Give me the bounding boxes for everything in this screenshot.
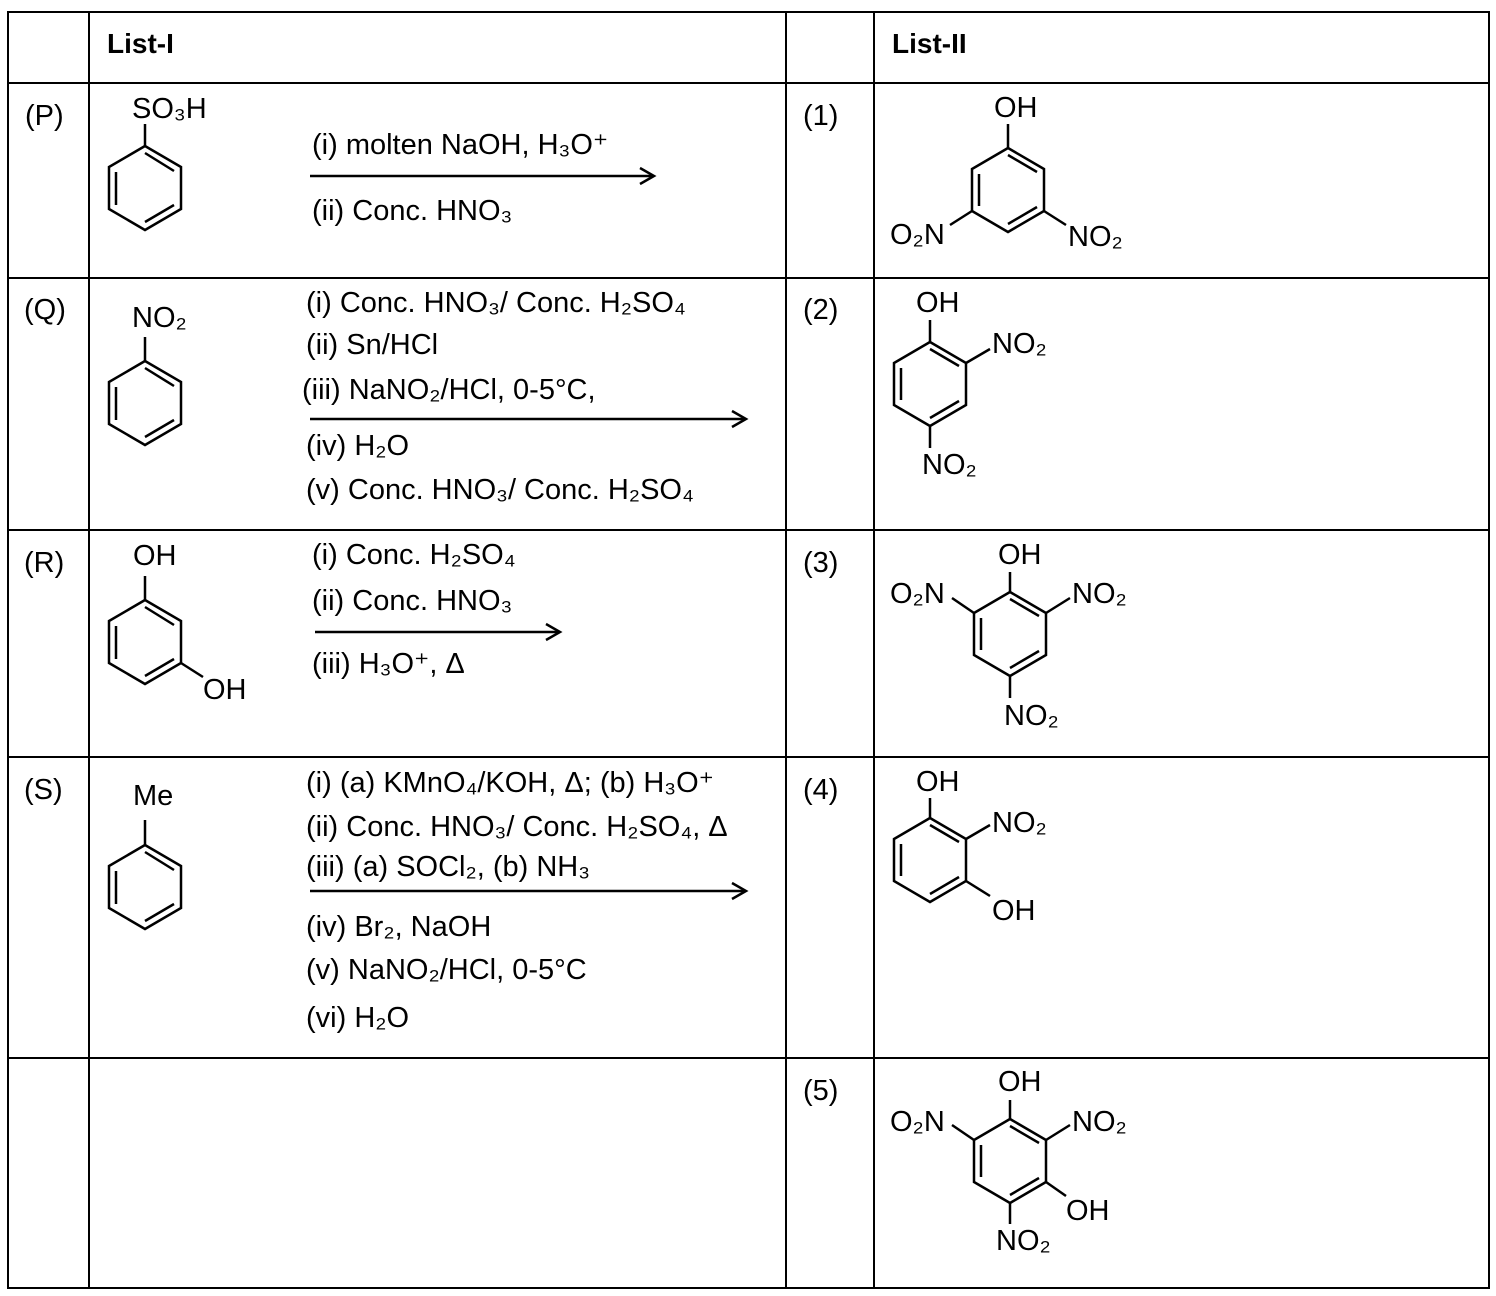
row-label-q: (Q)	[24, 294, 66, 326]
product-5-group-no2: NO₂	[1072, 1106, 1127, 1138]
product-label-5: (5)	[803, 1075, 839, 1107]
row-label-r: (R)	[24, 547, 65, 579]
product-1-group-oh: OH	[994, 92, 1038, 124]
step-s-4: (iv) Br₂, NaOH	[306, 911, 492, 943]
reactant-r-benzene-ring	[107, 576, 204, 686]
product-2-group-no2-para: NO₂	[922, 449, 977, 481]
reactant-q-substituent: NO₂	[132, 302, 187, 334]
step-q-5: (v) Conc. HNO₃/ Conc. H₂SO₄	[306, 474, 694, 506]
list-2-header: List-II	[892, 28, 967, 59]
step-s-2: (ii) Conc. HNO₃/ Conc. H₂SO₄, Δ	[306, 811, 728, 843]
product-5-ring	[951, 1100, 1071, 1224]
step-r-2: (ii) Conc. HNO₃	[312, 585, 513, 617]
product-label-4: (4)	[803, 774, 839, 806]
step-p-2: (ii) Conc. HNO₃	[312, 195, 513, 227]
product-5-group-oh-2: OH	[1066, 1195, 1110, 1227]
step-q-4: (iv) H₂O	[306, 430, 410, 462]
product-3-group-no2-para: NO₂	[1004, 700, 1059, 732]
reactant-p-benzene-ring	[107, 124, 183, 232]
product-1-group-o2n: O₂N	[890, 219, 945, 251]
row-label-p: (P)	[25, 100, 64, 132]
product-1-group-no2: NO₂	[1068, 221, 1123, 253]
product-5-group-oh-1: OH	[998, 1066, 1042, 1098]
list-1-header: List-I	[107, 28, 174, 59]
reactant-s-benzene-ring	[107, 820, 183, 931]
product-4-group-oh-2: OH	[992, 895, 1036, 927]
reactant-r-substituent-1: OH	[133, 540, 177, 572]
product-4-ring	[892, 798, 991, 904]
step-s-3: (iii) (a) SOCl₂, (b) NH₃	[306, 851, 591, 883]
product-3-ring	[951, 572, 1071, 698]
step-s-6: (vi) H₂O	[306, 1002, 410, 1034]
product-4-group-no2: NO₂	[992, 807, 1047, 839]
product-2-group-no2-ortho: NO₂	[992, 328, 1047, 360]
product-label-2: (2)	[803, 294, 839, 326]
product-1-ring	[949, 124, 1067, 234]
step-p-1: (i) molten NaOH, H₃O⁺	[312, 129, 609, 161]
product-label-3: (3)	[803, 547, 839, 579]
table-grid	[7, 11, 1490, 1289]
step-s-5: (v) NaNO₂/HCl, 0-5°C	[306, 954, 587, 986]
reactant-q-benzene-ring	[107, 337, 183, 447]
product-5-group-no2-para: NO₂	[996, 1225, 1051, 1257]
reactant-r-substituent-2: OH	[203, 674, 247, 706]
reaction-arrows	[310, 166, 749, 901]
step-q-3: (iii) NaNO₂/HCl, 0-5°C,	[302, 374, 596, 406]
step-r-3: (iii) H₃O⁺, Δ	[312, 648, 465, 680]
step-s-1: (i) (a) KMnO₄/KOH, Δ; (b) H₃O⁺	[306, 767, 714, 799]
row-label-s: (S)	[24, 774, 63, 806]
step-r-1: (i) Conc. H₂SO₄	[312, 539, 516, 571]
product-4-group-oh-1: OH	[916, 766, 960, 798]
product-3-group-oh: OH	[998, 539, 1042, 571]
product-3-group-o2n: O₂N	[890, 578, 945, 610]
reactant-s-substituent: Me	[133, 780, 174, 812]
reactant-p-substituent: SO₃H	[132, 93, 207, 125]
product-2-ring	[892, 320, 991, 448]
product-label-1: (1)	[803, 100, 839, 132]
product-3-group-no2-ortho: NO₂	[1072, 578, 1127, 610]
product-5-group-o2n: O₂N	[890, 1106, 945, 1138]
step-q-1: (i) Conc. HNO₃/ Conc. H₂SO₄	[306, 287, 686, 319]
step-q-2: (ii) Sn/HCl	[306, 329, 439, 361]
product-2-group-oh: OH	[916, 287, 960, 319]
